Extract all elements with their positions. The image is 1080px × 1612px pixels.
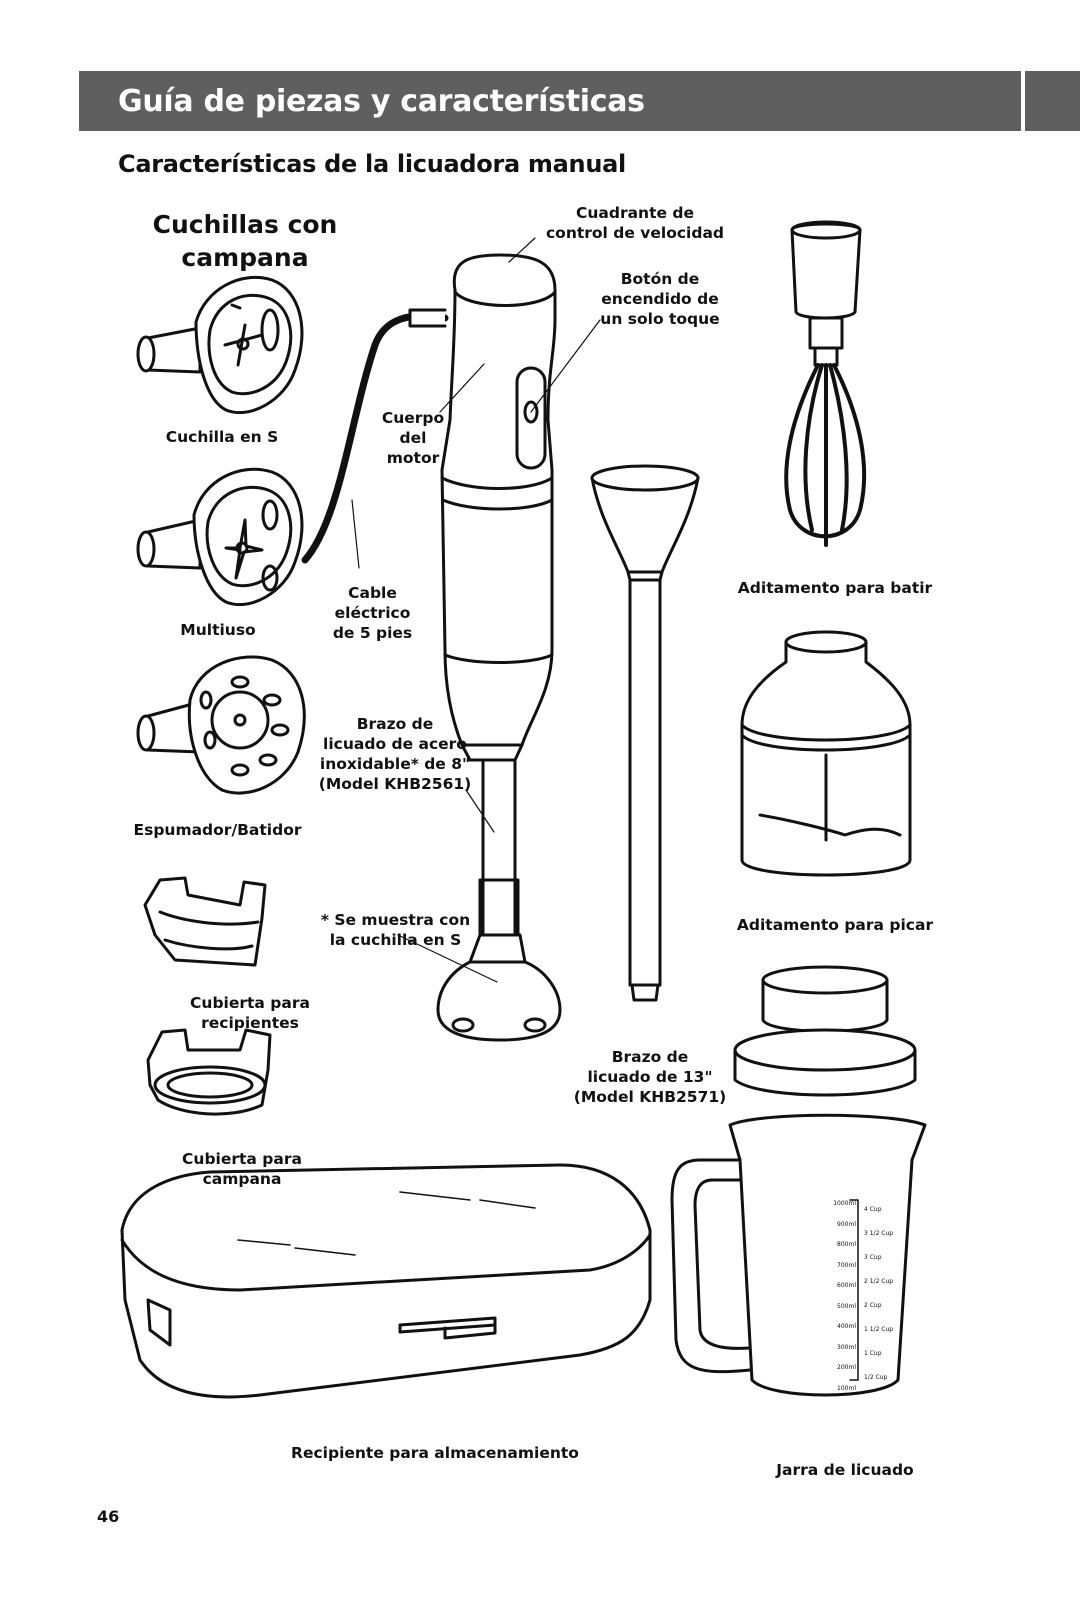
header-bar xyxy=(79,71,1021,131)
multipurpose-illustration xyxy=(136,467,304,607)
ml-mark: 200ml xyxy=(837,1364,856,1371)
label-line: licuado de acero xyxy=(323,735,467,753)
ml-mark: 800ml xyxy=(837,1241,856,1248)
label-whisk: Aditamento para batir xyxy=(737,579,933,597)
cup-mark: 2 1/2 Cup xyxy=(864,1278,894,1285)
hand-blender-illustration xyxy=(436,253,562,1042)
label-line: Botón de xyxy=(620,270,700,288)
label-line: control de velocidad xyxy=(545,224,724,242)
label-arm-13: Brazo de licuado de 13" (Model KHB2571) xyxy=(570,1047,730,1107)
label-note: * Se muestra con la cuchilla en S xyxy=(318,910,473,950)
label-line: Cubierta para xyxy=(190,994,310,1012)
pot-guard-illustration xyxy=(143,876,267,967)
label-line: un solo toque xyxy=(600,310,720,328)
label-line: del xyxy=(399,429,427,447)
power-cord xyxy=(301,312,449,564)
label-one-touch-button: Botón de encendido de un solo toque xyxy=(590,269,730,329)
ml-mark: 500ml xyxy=(837,1302,856,1310)
frother-illustration xyxy=(136,655,306,795)
group-title: Cuchillas con campana xyxy=(140,208,350,274)
cup-mark: 1 Cup xyxy=(864,1350,882,1357)
pitcher-illustration xyxy=(670,965,927,1397)
label-bell-guard: Cubierta para campana xyxy=(172,1149,312,1189)
label-chopper: Aditamento para picar xyxy=(736,916,934,934)
cup-mark: 1/2 Cup xyxy=(864,1374,888,1381)
label-line: Cable xyxy=(348,584,397,602)
label-line: Brazo de xyxy=(356,715,434,733)
label-line: de 5 pies xyxy=(332,624,413,642)
cup-mark: 2 Cup xyxy=(864,1302,882,1309)
pitcher-cup-marks: 4 Cup 3 1/2 Cup 3 Cup 2 1/2 Cup 2 Cup 1 … xyxy=(864,1198,904,1390)
ml-mark: 600ml xyxy=(837,1282,856,1289)
arm-13-illustration xyxy=(590,464,700,1002)
pitcher-ml-marks: 1000ml 900ml 800ml 700ml 600ml 500ml 400… xyxy=(818,1194,856,1399)
label-line: Cuerpo xyxy=(381,409,445,427)
ml-mark: 100ml xyxy=(837,1384,856,1392)
cup-mark: 4 Cup xyxy=(864,1206,882,1213)
label-s-blade: Cuchilla en S xyxy=(165,428,279,446)
label-line: Cubierta para xyxy=(182,1150,302,1168)
group-title-line2: campana xyxy=(181,243,309,272)
label-motor-body: Cuerpo del motor xyxy=(378,408,448,468)
label-pitcher: Jarra de licuado xyxy=(776,1461,914,1479)
label-line: * Se muestra con xyxy=(320,911,471,929)
label-multipurpose: Multiuso xyxy=(180,621,256,639)
ml-mark: 700ml xyxy=(837,1261,856,1269)
cup-mark: 3 Cup xyxy=(864,1254,882,1261)
label-line: licuado de 13" xyxy=(587,1068,713,1086)
ml-mark: 1000ml xyxy=(833,1200,856,1207)
s-blade-illustration xyxy=(136,275,304,415)
label-frother: Espumador/Batidor xyxy=(133,821,302,839)
page-number: 46 xyxy=(97,1507,120,1526)
label-power-cord: Cable eléctrico de 5 pies xyxy=(330,583,415,643)
ml-mark: 300ml xyxy=(837,1343,856,1351)
group-title-line1: Cuchillas con xyxy=(152,210,338,239)
label-line: encendido de xyxy=(601,290,719,308)
chopper-illustration xyxy=(740,630,912,877)
label-line: inoxidable* de 8" xyxy=(319,755,471,773)
ml-mark: 400ml xyxy=(837,1323,856,1330)
header-tab xyxy=(1025,71,1080,131)
label-line: Cuadrante de xyxy=(575,204,695,222)
ml-mark: 900ml xyxy=(837,1220,856,1228)
label-storage-case: Recipiente para almacenamiento xyxy=(291,1444,579,1462)
page-title: Guía de piezas y características xyxy=(118,84,645,119)
label-arm-8: Brazo de licuado de acero inoxidable* de… xyxy=(315,714,475,794)
cup-mark: 3 1/2 Cup xyxy=(864,1230,894,1237)
label-line: recipientes xyxy=(201,1014,299,1032)
label-line: (Model KHB2571) xyxy=(573,1088,727,1106)
label-pot-guard: Cubierta para recipientes xyxy=(180,993,320,1033)
leader-lines xyxy=(351,237,601,983)
storage-case-illustration xyxy=(120,1163,652,1399)
label-line: campana xyxy=(202,1170,282,1188)
section-title: Características de la licuadora manual xyxy=(118,150,626,178)
whisk-illustration xyxy=(784,220,867,547)
bell-guard-illustration xyxy=(146,1028,272,1116)
label-line: la cuchilla en S xyxy=(329,931,462,949)
cup-mark: 1 1/2 Cup xyxy=(864,1326,894,1333)
label-line: (Model KHB2561) xyxy=(318,775,472,793)
label-line: Brazo de xyxy=(611,1048,689,1066)
label-line: eléctrico xyxy=(334,604,411,622)
label-line: motor xyxy=(386,449,440,467)
label-speed-dial: Cuadrante de control de velocidad xyxy=(540,203,730,243)
